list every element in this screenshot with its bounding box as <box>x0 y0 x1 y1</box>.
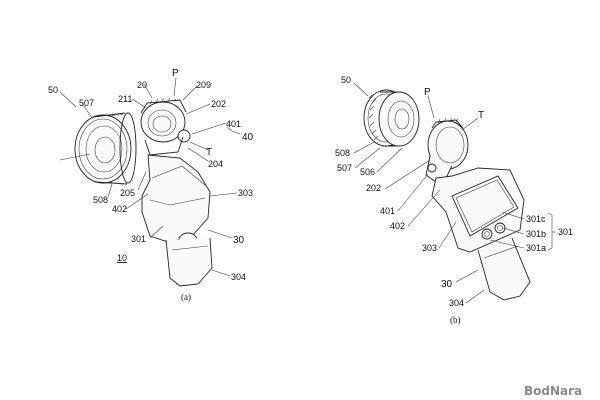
label-205-a: 205 <box>120 188 135 198</box>
label-T-b: T <box>478 110 484 121</box>
caption-b: (b) <box>450 315 461 325</box>
label-301a-b: 301a <box>526 243 546 253</box>
leader-lines-a <box>59 77 241 277</box>
mount-unit-b <box>425 117 469 183</box>
label-507-a: 507 <box>79 98 94 108</box>
mount-unit-a <box>140 97 191 156</box>
label-P-a: P <box>172 68 179 79</box>
label-508-b: 508 <box>335 148 350 158</box>
label-401-b: 401 <box>380 206 395 216</box>
watermark-logo: BodNara <box>524 384 582 398</box>
label-20-a: 20 <box>137 80 147 90</box>
label-304-b: 304 <box>449 298 464 308</box>
label-507-b: 507 <box>337 163 352 173</box>
label-202-a: 202 <box>211 99 226 109</box>
label-301b-b: 301b <box>526 229 546 239</box>
label-209-a: 209 <box>196 80 211 90</box>
grip-body-a <box>141 154 213 287</box>
labels-b: 50 P T 508 507 506 202 401 402 303 301c … <box>335 75 573 325</box>
label-303-a: 303 <box>238 188 253 198</box>
caption-a: (a) <box>181 292 191 302</box>
labels-a: 50 507 508 205 20 P 209 211 202 401 40 T… <box>48 68 254 302</box>
label-30-a: 30 <box>233 235 245 246</box>
label-506-b: 506 <box>360 167 375 177</box>
figure-a: 50 507 508 205 20 P 209 211 202 401 40 T… <box>48 68 254 302</box>
label-40-a: 40 <box>242 132 254 143</box>
label-304-a: 304 <box>231 272 246 282</box>
label-T-a: T <box>206 147 212 158</box>
label-402-a: 402 <box>112 204 127 214</box>
label-508-a: 508 <box>93 195 108 205</box>
label-204-a: 204 <box>208 159 223 169</box>
lens-unit-b <box>363 89 420 147</box>
label-303-b: 303 <box>422 243 437 253</box>
label-211-a: 211 <box>118 94 132 104</box>
label-301-b: 301 <box>558 227 573 237</box>
label-10-a: 10 <box>117 253 127 263</box>
label-301-a: 301 <box>131 234 146 244</box>
label-202-b: 202 <box>366 183 381 193</box>
label-301c-b: 301c <box>526 214 546 224</box>
label-P-b: P <box>424 87 431 98</box>
lens-unit-a <box>59 112 137 185</box>
figure-b: 50 P T 508 507 506 202 401 402 303 301c … <box>335 75 573 325</box>
grip-body-b <box>431 167 531 301</box>
label-402-b: 402 <box>390 221 405 231</box>
leader-lines-b <box>353 82 556 304</box>
label-30-b: 30 <box>441 279 453 290</box>
label-50-a: 50 <box>48 85 58 95</box>
label-50-b: 50 <box>341 75 351 85</box>
label-401-a: 401 <box>226 119 241 129</box>
